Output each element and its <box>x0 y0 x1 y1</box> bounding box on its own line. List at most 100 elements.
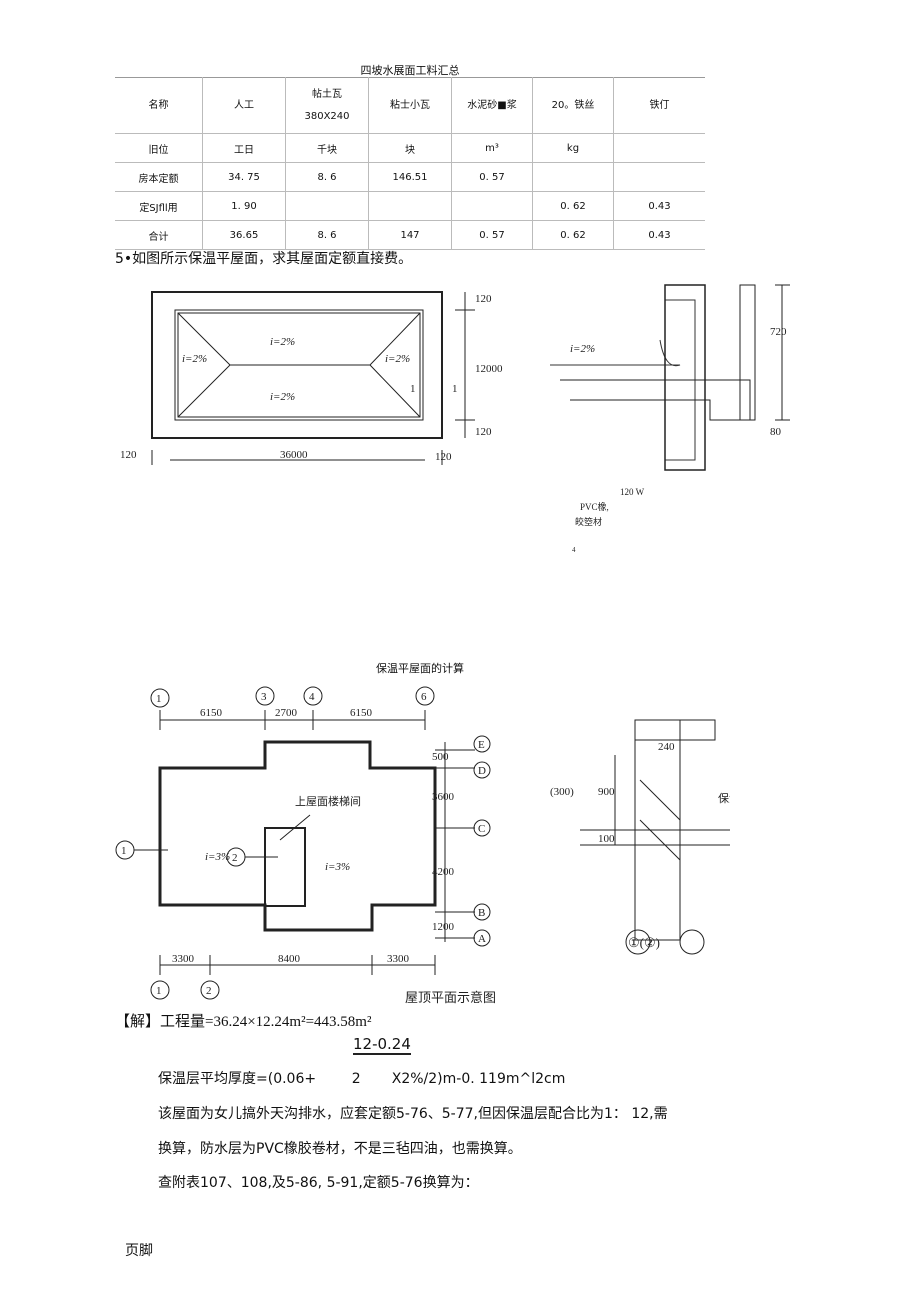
dim-label: 36000 <box>280 449 308 461</box>
dim-label: 120 <box>435 451 452 463</box>
figure-caption: 保温平屋面的计算 <box>376 662 464 675</box>
header-sub: 380X240 <box>304 110 350 122</box>
mark-label: 1 <box>410 383 416 395</box>
dim-label: 120 <box>120 449 137 461</box>
dim-label: 6150 <box>200 707 223 719</box>
section-mark: 1 <box>121 845 127 857</box>
axis-label: C <box>478 823 485 835</box>
table-cell: 0. 62 <box>532 191 614 221</box>
table-cell: 合计 <box>115 220 203 250</box>
note-label: PVC橡, <box>580 501 609 512</box>
dim-label: 120 <box>475 426 492 438</box>
plan-title: 屋顶平面示意图 <box>405 990 496 1005</box>
mark-label: 1 <box>452 383 458 395</box>
solution-line: 保温层平均厚度=(0.06+ 2 X2%/2)m-0. 119m^l2cm <box>158 1071 566 1087</box>
page-footer: 页脚 <box>125 1243 153 1259</box>
note-label: 4 <box>572 546 576 554</box>
solution-line: 换算，防水层为PVC橡胶卷材，不是三毡四油，也需换算。 <box>158 1141 522 1157</box>
table-cell: 旧位 <box>115 133 203 163</box>
table-cell: 0.43 <box>613 220 705 250</box>
table-cell: m³ <box>451 133 533 163</box>
note-label: 120 W <box>620 487 645 497</box>
table-cell <box>285 191 369 221</box>
table-cell: 8. 6 <box>285 162 369 192</box>
section-mark: 2 <box>232 852 238 864</box>
table-cell: 千块 <box>285 133 369 163</box>
axis-label: 1 <box>156 985 162 997</box>
table-cell: 34. 75 <box>202 162 286 192</box>
solution-line: 该屋面为女儿搞外天沟排水，应套定额5-76、5-77,但因保温层配合比为1： 1… <box>158 1106 668 1122</box>
stair-label: 上屋面楼梯间 <box>295 794 361 808</box>
question-text: 5•如图所示保温平屋面，求其屋面定额直接费。 <box>115 251 413 267</box>
table-cell: 147 <box>368 220 452 250</box>
axis-label: 6 <box>421 691 427 703</box>
table-cell <box>613 133 705 163</box>
table-cell: 定SJfll用 <box>115 191 203 221</box>
dim-label: 80 <box>770 426 782 438</box>
header-cell: 人工 <box>202 77 286 134</box>
dim-label: 500 <box>432 751 449 763</box>
slope-label: i=2% <box>570 343 595 355</box>
table-title: 四坡水展面工料汇总 <box>360 64 460 77</box>
table-cell <box>613 162 705 192</box>
table-cell: kg <box>532 133 614 163</box>
axis-label: D <box>478 765 486 777</box>
insulation-label: 保温层 <box>718 791 730 805</box>
slope-label: i=2% <box>270 336 295 348</box>
dim-label: (300) <box>550 786 574 798</box>
dim-label: 3300 <box>172 953 195 965</box>
slope-label: i=2% <box>182 353 207 365</box>
axis-label: A <box>478 933 486 945</box>
table-cell: 146.51 <box>368 162 452 192</box>
table-cell: 36.65 <box>202 220 286 250</box>
axis-label: E <box>478 739 485 751</box>
dim-label: 6150 <box>350 707 373 719</box>
header-cell: 20。铁丝 <box>532 77 614 134</box>
table-cell: 0. 62 <box>532 220 614 250</box>
axis-label: 2 <box>206 985 212 997</box>
table-cell: 8. 6 <box>285 220 369 250</box>
solution-line: 查附表107、108,及5-86, 5-91,定额5-76换算为： <box>158 1175 479 1191</box>
table-cell: 块 <box>368 133 452 163</box>
dim-label: 3300 <box>387 953 410 965</box>
table-cell: 0. 57 <box>451 162 533 192</box>
dim-label: 3600 <box>432 791 455 803</box>
slope-label: i=3% <box>205 851 230 863</box>
axis-label: 3 <box>261 691 267 703</box>
table-cell: 房本定额 <box>115 162 203 192</box>
table-cell <box>532 162 614 192</box>
dim-label: 12000 <box>475 363 503 375</box>
dim-label: 120 <box>475 293 492 305</box>
table-cell: 工日 <box>202 133 286 163</box>
section-ref: ①(②) <box>628 935 660 950</box>
dim-label: 100 <box>598 833 615 845</box>
slope-label: i=2% <box>270 391 295 403</box>
axis-label: 1 <box>156 693 162 705</box>
table-cell: 0.43 <box>613 191 705 221</box>
roof-plan-figure: 120 12000 120 120 36000 120 i=2% i=2% i=… <box>120 284 790 554</box>
dim-label: 2700 <box>275 707 298 719</box>
dim-label: 4200 <box>432 866 455 878</box>
axis-label: 4 <box>309 691 315 703</box>
table-cell: 1. 90 <box>202 191 286 221</box>
roof-plan-schematic: 1 3 4 6 6150 2700 6150 E D C B A 500 360… <box>115 686 730 1005</box>
note-label: 皎箜材 <box>575 516 602 527</box>
table-cell <box>368 191 452 221</box>
table-cell: 0. 57 <box>451 220 533 250</box>
dim-label: 720 <box>770 326 787 338</box>
slope-label: i=2% <box>385 353 410 365</box>
dim-label: 1200 <box>432 921 455 933</box>
dim-label: 900 <box>598 786 615 798</box>
header-cell: 名称 <box>115 77 203 134</box>
header-cell: 粘士小瓦 <box>368 77 452 134</box>
axis-label: B <box>478 907 485 919</box>
fraction-numerator: 12-0.24 <box>353 1035 411 1055</box>
slope-label: i=3% <box>325 861 350 873</box>
